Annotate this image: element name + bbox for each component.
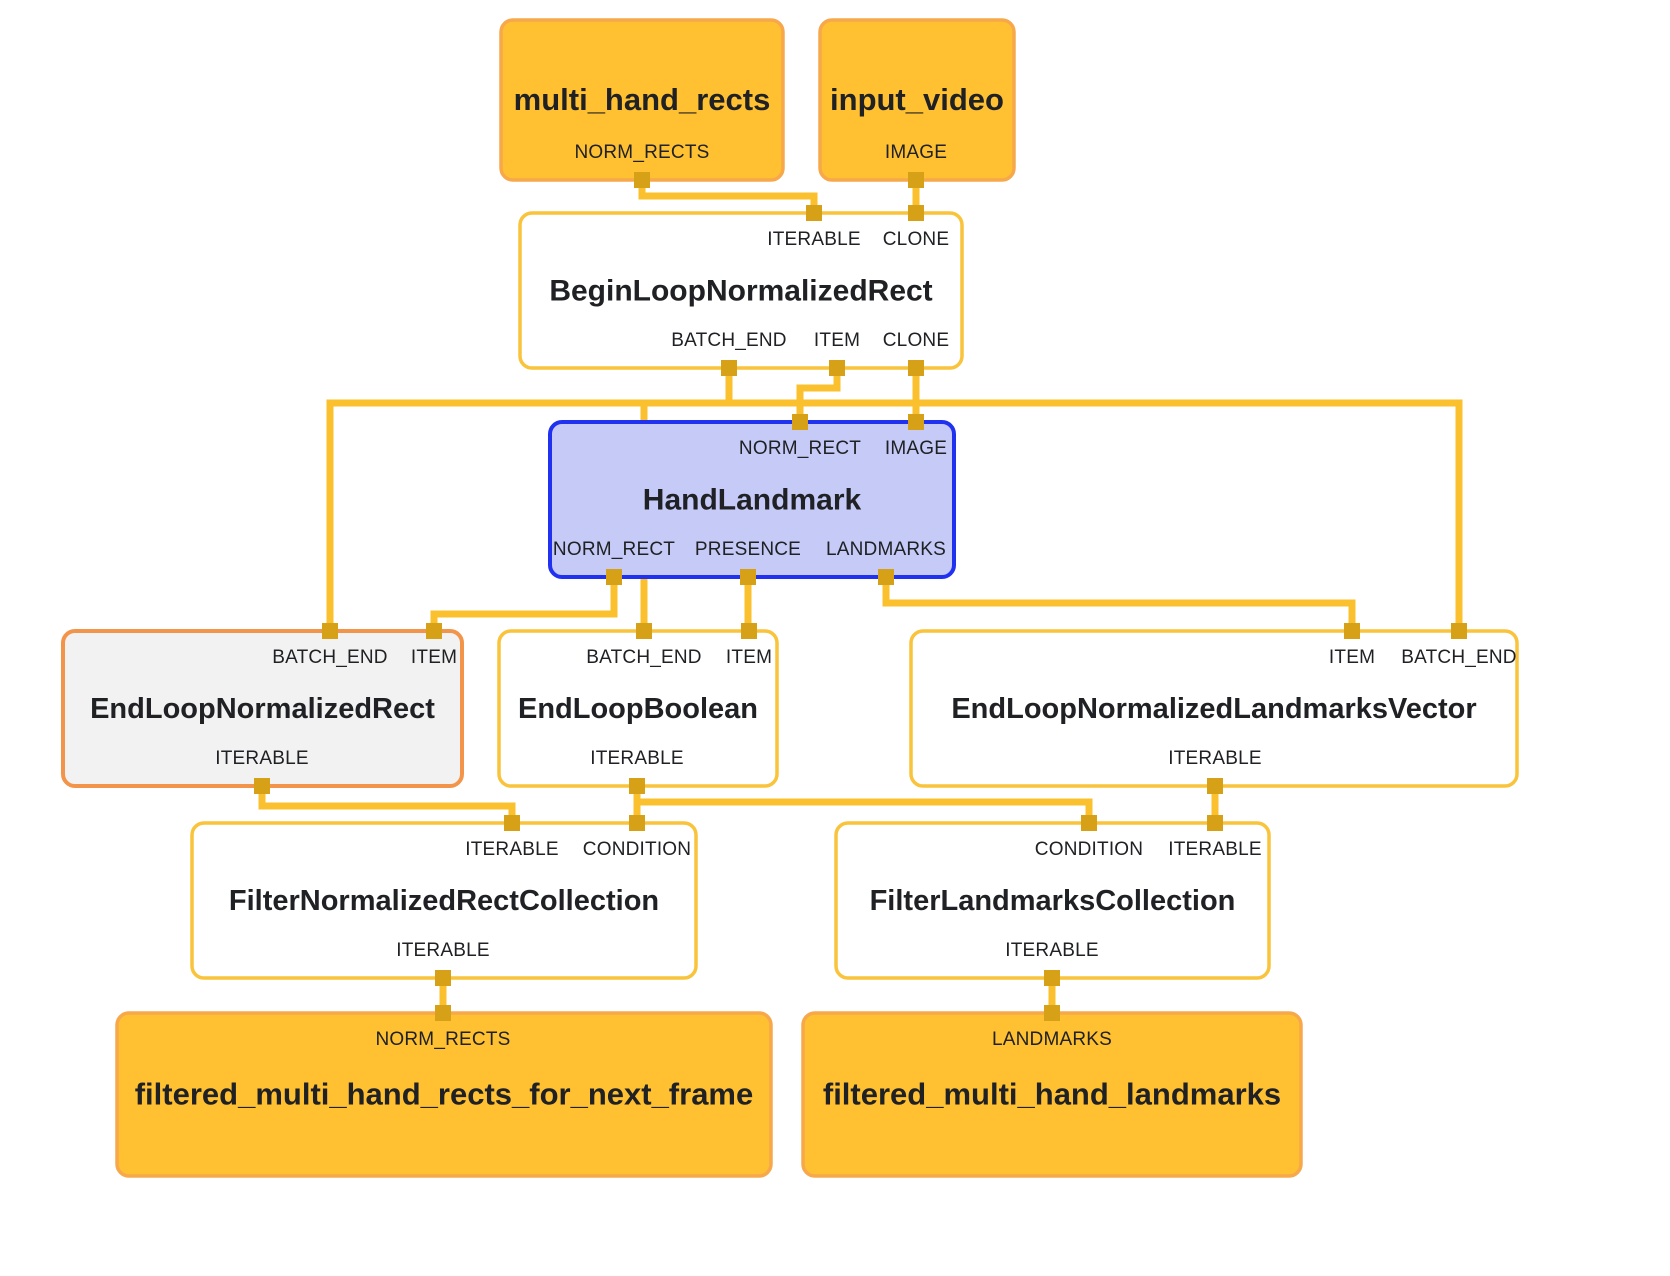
- output-port-label: NORM_RECT: [553, 539, 675, 560]
- input-port[interactable]: [1451, 623, 1467, 639]
- input-port-label: ITERABLE: [767, 229, 860, 250]
- output-port[interactable]: [1044, 970, 1060, 986]
- output-port-label: ITEM: [814, 330, 860, 351]
- input-port-label: ITEM: [411, 647, 457, 668]
- input-port[interactable]: [435, 1005, 451, 1021]
- input-port[interactable]: [629, 815, 645, 831]
- node-title: multi_hand_rects: [514, 82, 771, 117]
- input-port-label: ITERABLE: [1168, 839, 1261, 860]
- node-title: BeginLoopNormalizedRect: [549, 274, 932, 307]
- edge[interactable]: [725, 399, 1463, 635]
- output-port-label: ITERABLE: [215, 748, 308, 769]
- node-title: EndLoopBoolean: [518, 693, 758, 725]
- input-port[interactable]: [636, 623, 652, 639]
- output-port-label: BATCH_END: [671, 330, 786, 351]
- input-port-label: CONDITION: [583, 839, 691, 860]
- input-port[interactable]: [322, 623, 338, 639]
- input-port[interactable]: [426, 623, 442, 639]
- input-port-label: ITERABLE: [465, 839, 558, 860]
- output-port[interactable]: [1207, 778, 1223, 794]
- input-port-label: LANDMARKS: [992, 1029, 1112, 1050]
- node-filtered_multi_hand_landmarks[interactable]: filtered_multi_hand_landmarks LANDMARKS: [801, 1005, 1303, 1178]
- input-port[interactable]: [504, 815, 520, 831]
- input-port-label: BATCH_END: [272, 647, 387, 668]
- output-port[interactable]: [435, 970, 451, 986]
- output-port[interactable]: [878, 569, 894, 585]
- output-port-label: ITERABLE: [590, 748, 683, 769]
- input-port-label: CONDITION: [1035, 839, 1143, 860]
- input-port[interactable]: [1344, 623, 1360, 639]
- node-FilterLandmarksCollection[interactable]: FilterLandmarksCollection CONDITION ITERAB…: [834, 815, 1271, 986]
- input-port[interactable]: [792, 414, 808, 430]
- node-BeginLoopNormalizedRect[interactable]: BeginLoopNormalizedRect ITERABLE CLONE BATC…: [518, 205, 964, 376]
- node-title: HandLandmark: [643, 483, 862, 516]
- output-port[interactable]: [606, 569, 622, 585]
- edge[interactable]: [326, 364, 733, 635]
- output-port[interactable]: [908, 172, 924, 188]
- output-port-label: ITERABLE: [396, 940, 489, 961]
- node-title: EndLoopNormalizedRect: [90, 693, 435, 725]
- input-port[interactable]: [1207, 815, 1223, 831]
- input-port[interactable]: [1044, 1005, 1060, 1021]
- output-port-label: CLONE: [883, 330, 949, 351]
- input-port-label: ITEM: [726, 647, 772, 668]
- node-title: input_video: [830, 82, 1004, 117]
- output-port-label: NORM_RECTS: [574, 142, 709, 163]
- output-port-label: ITERABLE: [1005, 940, 1098, 961]
- output-port-label: ITERABLE: [1168, 748, 1261, 769]
- input-port[interactable]: [908, 414, 924, 430]
- node-title: EndLoopNormalizedLandmarksVector: [951, 693, 1476, 725]
- input-port-label: NORM_RECTS: [375, 1029, 510, 1050]
- input-port-label: IMAGE: [885, 438, 947, 459]
- input-port[interactable]: [741, 623, 757, 639]
- node-EndLoopBoolean[interactable]: EndLoopBoolean BATCH_END ITEM ITERABLE: [497, 623, 779, 794]
- input-port-label: BATCH_END: [586, 647, 701, 668]
- edge[interactable]: [258, 782, 516, 827]
- output-port[interactable]: [629, 778, 645, 794]
- output-port[interactable]: [254, 778, 270, 794]
- input-port-label: BATCH_END: [1401, 647, 1516, 668]
- node-title: filtered_multi_hand_rects_for_next_frame: [135, 1077, 754, 1112]
- output-port[interactable]: [908, 360, 924, 376]
- node-EndLoopNormalizedLandmarksVector[interactable]: EndLoopNormalizedLandmarksVector ITEM BATC…: [909, 623, 1519, 794]
- output-port-label: PRESENCE: [695, 539, 801, 560]
- node-title: FilterNormalizedRectCollection: [229, 885, 659, 917]
- input-port[interactable]: [908, 205, 924, 221]
- node-EndLoopNormalizedRect[interactable]: EndLoopNormalizedRect BATCH_END ITEM ITERAB…: [61, 623, 464, 794]
- input-port-label: NORM_RECT: [739, 438, 861, 459]
- input-port[interactable]: [1081, 815, 1097, 831]
- edge[interactable]: [882, 573, 1356, 635]
- input-port-label: CLONE: [883, 229, 949, 250]
- input-port[interactable]: [806, 205, 822, 221]
- input-port-label: ITEM: [1329, 647, 1375, 668]
- edge[interactable]: [430, 573, 618, 635]
- output-port[interactable]: [829, 360, 845, 376]
- node-title: filtered_multi_hand_landmarks: [823, 1077, 1281, 1112]
- output-port-label: IMAGE: [885, 142, 947, 163]
- output-port[interactable]: [740, 569, 756, 585]
- node-filtered_multi_hand_rects_for_next_frame[interactable]: filtered_multi_hand_rects_for_next_frame…: [115, 1005, 773, 1178]
- node-body: [518, 211, 964, 370]
- node-title: FilterLandmarksCollection: [870, 885, 1236, 917]
- output-port[interactable]: [721, 360, 737, 376]
- output-port-label: LANDMARKS: [826, 539, 946, 560]
- output-port[interactable]: [634, 172, 650, 188]
